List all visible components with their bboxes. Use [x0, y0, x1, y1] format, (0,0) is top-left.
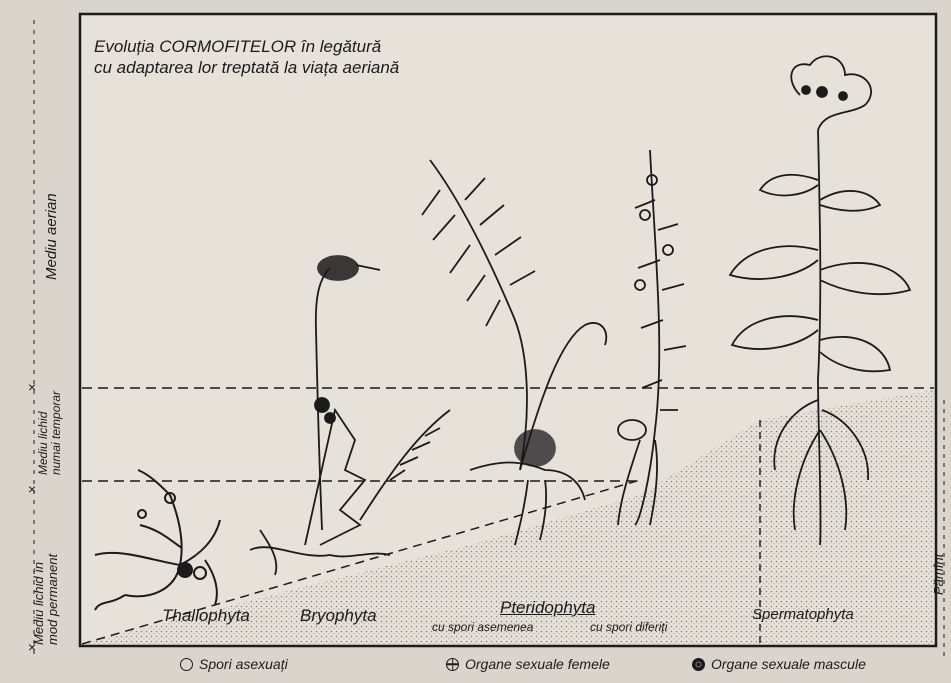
- zone-label-air: Mediu aerian: [44, 193, 60, 280]
- legend-asexual-spores: Spori asexuați: [180, 656, 288, 672]
- zone-label-permanent: Mediu lichid în mod permanent: [32, 554, 60, 645]
- open-circle-icon: [180, 658, 193, 671]
- zone-label-permanent-line1: Mediu lichid în: [32, 554, 46, 645]
- legend-female-organs-label: Organe sexuale femele: [465, 656, 610, 672]
- filled-circle-icon: [692, 658, 705, 671]
- diagram-title: Evoluția CORMOFITELOR în legătură cu ada…: [94, 36, 399, 78]
- crossed-circle-icon: [446, 658, 459, 671]
- zone-label-permanent-line2: mod permanent: [46, 554, 60, 645]
- label-pteridophyta-equal-spores: cu spori asemenea: [432, 620, 533, 634]
- label-pteridophyta: Pteridophyta: [500, 598, 595, 618]
- zone-label-soil: Pămînt: [931, 554, 947, 595]
- label-thallophyta: Thallophyta: [162, 606, 250, 626]
- zone-label-temporary-line2: numai temporar: [50, 391, 63, 475]
- title-line-1: Evoluția CORMOFITELOR în legătură: [94, 36, 399, 57]
- tick-mark-upper: ×: [28, 379, 36, 395]
- legend-male-organs: Organe sexuale mascule: [692, 656, 866, 672]
- label-pteridophyta-different-spores: cu spori diferiți: [590, 620, 667, 634]
- label-bryophyta: Bryophyta: [300, 606, 377, 626]
- title-line-2: cu adaptarea lor treptată la viața aeria…: [94, 57, 399, 78]
- tick-mark-lower: ×: [28, 481, 36, 497]
- legend-asexual-spores-label: Spori asexuați: [199, 656, 288, 672]
- legend-female-organs: Organe sexuale femele: [446, 656, 610, 672]
- label-spermatophyta: Spermatophyta: [752, 606, 854, 623]
- legend-male-organs-label: Organe sexuale mascule: [711, 656, 866, 672]
- zone-label-temporary: Mediu lichid numai temporar: [37, 391, 63, 475]
